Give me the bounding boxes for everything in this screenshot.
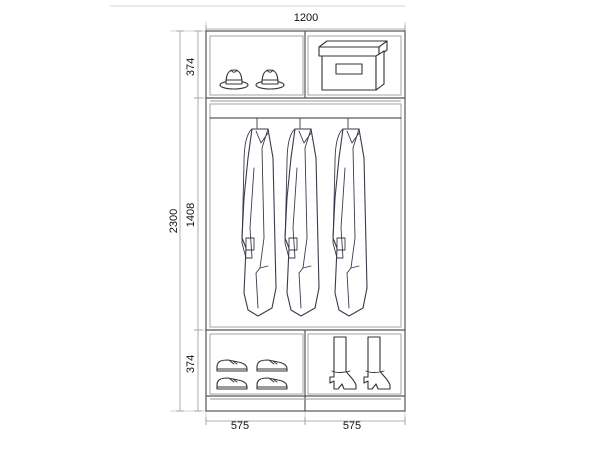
storage-box-icon: [318, 40, 388, 91]
total-width-label: 1200: [294, 12, 318, 24]
bottom-shelf-height-label: 374: [185, 355, 197, 373]
boots-icon: [329, 336, 391, 390]
coats-on-rail-icon: [241, 117, 368, 317]
hats-icon: [219, 69, 285, 90]
dimension-lines: [176, 25, 406, 425]
hanging-height-label: 1408: [185, 203, 197, 227]
shoes-icon: [216, 359, 288, 390]
top-shelf-height-label: 374: [185, 58, 197, 76]
left-section-width-label: 575: [231, 420, 249, 432]
dimension-labels: 1200 2300 374 1408 374 575 575: [168, 12, 361, 432]
total-height-label: 2300: [168, 209, 180, 233]
wardrobe-frame: [205, 30, 406, 412]
right-section-width-label: 575: [343, 420, 361, 432]
